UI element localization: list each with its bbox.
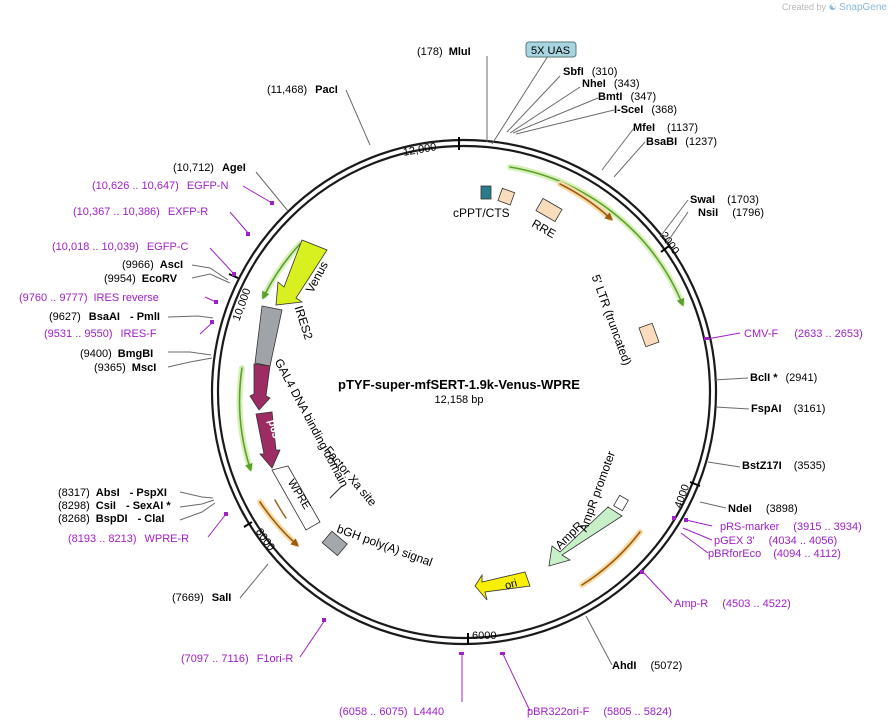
primer-f1ori-r: (7097 .. 7116)F1ori-R bbox=[181, 653, 293, 665]
cppt-box bbox=[480, 185, 492, 200]
credit-brand: SnapGene bbox=[839, 2, 887, 13]
bgh-label: bGH poly(A) signal bbox=[335, 522, 434, 570]
primer-wpre-r: (8193 .. 8213)WPRE-R bbox=[68, 533, 189, 545]
site-absi: (8317)AbsI- PspXI bbox=[58, 487, 167, 499]
ampr-promoter-box bbox=[613, 494, 629, 512]
uas-leader bbox=[491, 55, 549, 145]
site-leader-lines bbox=[167, 56, 750, 666]
site-bstz17i: BstZ17I(3535) bbox=[742, 460, 826, 472]
primer-pbr322ori-f: pBR322ori-F(5805 .. 5824) bbox=[527, 706, 672, 718]
site-sali: (7669)SalI bbox=[172, 592, 231, 604]
feature-shapes bbox=[249, 185, 660, 601]
site-sbfi: SbfI(310) bbox=[563, 66, 617, 78]
p65-label: p65 bbox=[265, 418, 282, 439]
tick-8000: 8000 bbox=[253, 526, 277, 553]
primer-ires-reverse: (9760 .. 9777)IRES reverse bbox=[19, 292, 159, 304]
tick-marks bbox=[228, 137, 701, 645]
site-msci: (9365)MscI bbox=[94, 362, 156, 374]
site-bcli: BclI *(2941) bbox=[750, 372, 817, 384]
ori-arrow bbox=[474, 571, 531, 601]
backbone-outer bbox=[210, 138, 718, 646]
credit-prefix: Created by bbox=[782, 2, 827, 12]
site-mlui: (178)MluI bbox=[417, 46, 471, 58]
primer-leader-lines bbox=[199, 185, 741, 712]
site-bmgbi: (9400)BmgBI bbox=[80, 348, 153, 360]
plasmid-name: pTYF-super-mfSERT-1.9k-Venus-WPRE bbox=[338, 377, 580, 392]
primer-amp-r: Amp-R(4503 .. 4522) bbox=[674, 598, 791, 610]
ori-label: ori bbox=[504, 577, 519, 592]
primer-labels: CMV-F(2633 .. 2653) pRS-marker(3915 .. 3… bbox=[19, 180, 863, 718]
snapgene-logo-icon: ☯ bbox=[828, 2, 837, 12]
site-i-scei: I-SceI(368) bbox=[614, 104, 677, 116]
site-nsii: NsiI(1796) bbox=[698, 207, 764, 219]
primer-egfp-n: (10,626 .. 10,647)EGFP-N bbox=[92, 180, 228, 192]
tick-12000: 12,000 bbox=[402, 141, 437, 159]
primer-l4440: (6058 .. 6075)L4440 bbox=[339, 706, 444, 718]
site-ecorv: (9954)EcoRV bbox=[104, 273, 178, 285]
site-paci: (11,468)PacI bbox=[267, 84, 338, 96]
primer-pbrforeco: pBRforEco(4094 .. 4112) bbox=[708, 548, 841, 560]
site-swai: SwaI(1703) bbox=[690, 194, 759, 206]
factor-xa-mark bbox=[329, 485, 343, 499]
site-bmti: BmtI(347) bbox=[598, 91, 656, 103]
site-asci: (9966)AscI bbox=[122, 259, 183, 271]
primer-pgex3: pGEX 3'(4034 .. 4056) bbox=[714, 535, 837, 547]
ltr-label: 5' LTR (truncated) bbox=[589, 273, 635, 367]
rre-small-box bbox=[497, 187, 516, 206]
site-nhei: NheI(343) bbox=[582, 78, 640, 90]
venus-arrow bbox=[275, 239, 328, 306]
primer-prs-marker: pRS-marker(3915 .. 3934) bbox=[720, 521, 862, 533]
tick-6000: 6000 bbox=[472, 630, 496, 642]
uas-box bbox=[525, 41, 577, 58]
gal4-arrow bbox=[249, 363, 271, 411]
backbone-inner bbox=[216, 144, 712, 640]
site-bsabi: BsaBI(1237) bbox=[646, 136, 717, 148]
primer-exfp-r: (10,367 .. 10,386)EXFP-R bbox=[73, 206, 208, 218]
ires2-label: IRES2 bbox=[292, 304, 316, 342]
bgh-box bbox=[321, 530, 348, 557]
site-fspai: FspAI(3161) bbox=[751, 403, 825, 415]
uas-label: 5X UAS bbox=[531, 45, 570, 57]
primer-marks bbox=[210, 201, 709, 655]
site-agei: (10,712)AgeI bbox=[173, 162, 246, 174]
site-labels: (178)MluI SbfI(310) NheI(343) BmtI(347) … bbox=[49, 46, 826, 672]
site-mfei: MfeI(1137) bbox=[633, 122, 698, 134]
feature-arcs bbox=[236, 164, 685, 588]
primer-cmv-f: CMV-F(2633 .. 2653) bbox=[744, 328, 863, 340]
ampr-arrow bbox=[548, 506, 623, 567]
p65-arrow bbox=[255, 411, 281, 469]
ires2-box bbox=[254, 305, 283, 367]
primer-ires-f: (9531 .. 9550)IRES-F bbox=[44, 328, 157, 340]
plasmid-length: 12,158 bp bbox=[435, 394, 484, 406]
cppt-label: cPPT/CTS bbox=[453, 206, 510, 220]
snapgene-credit: Created by ☯ SnapGene bbox=[782, 2, 887, 13]
rre-box bbox=[535, 197, 563, 223]
site-ndei: NdeI(3898) bbox=[728, 503, 798, 515]
site-bspdi: (8268)BspDI- ClaI bbox=[58, 513, 164, 525]
primer-egfp-c: (10,018 .. 10,039)EGFP-C bbox=[52, 241, 188, 253]
site-csii: (8298)CsiI- SexAI * bbox=[58, 500, 171, 512]
site-ahdi: AhdI(5072) bbox=[612, 660, 682, 672]
wpre-box bbox=[271, 465, 321, 531]
ltr-box bbox=[638, 322, 660, 348]
site-bsaai: (9627)BsaAI- PmlI bbox=[49, 311, 160, 323]
